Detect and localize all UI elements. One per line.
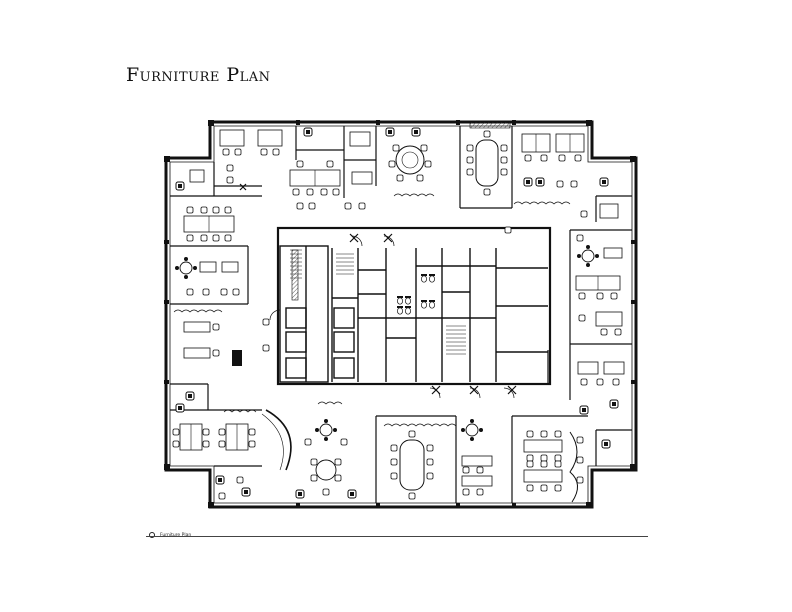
- conference-room-bottom-right: [523, 430, 584, 503]
- lobby-chairs: [239, 183, 517, 395]
- workstations-top-left: [219, 127, 421, 210]
- section-marker-icon: [149, 532, 155, 538]
- core: [276, 226, 552, 386]
- workstations-top-right: [513, 133, 585, 205]
- drawing-label: Furniture Plan: [160, 533, 192, 538]
- title-underline: [146, 536, 648, 537]
- columns: [164, 120, 636, 508]
- round-conference-top: [388, 144, 435, 197]
- conference-room-bottom: [383, 423, 457, 500]
- workstations-left: [173, 169, 242, 413]
- page-title: Furniture Plan: [126, 64, 271, 86]
- training-room: [460, 418, 493, 496]
- conference-room-top: [466, 130, 508, 196]
- workstations-lower-left: [172, 423, 256, 500]
- workstations-right: [575, 177, 625, 449]
- lounge-bottom-left: [223, 401, 357, 499]
